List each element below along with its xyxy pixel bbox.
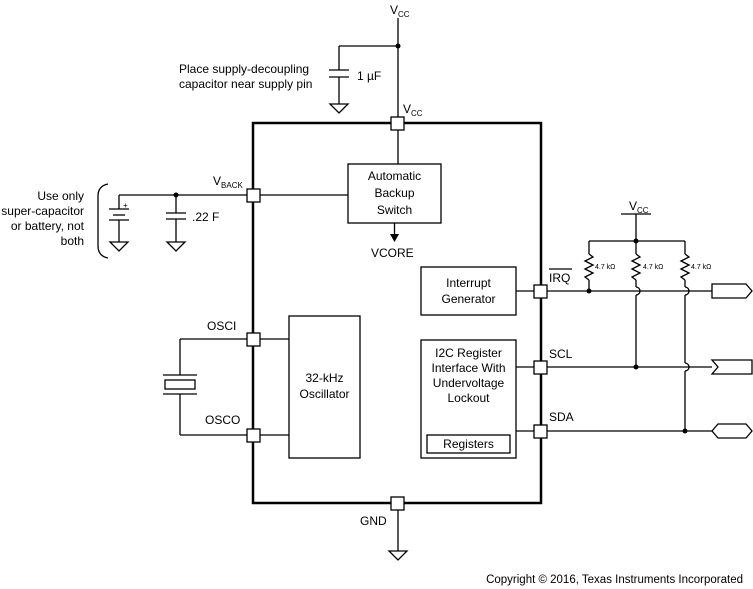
irq-label: IRQ: [549, 271, 570, 285]
decoupling-note-line2: capacitor near supply pin: [179, 77, 312, 91]
vcc-pin: [390, 116, 405, 131]
i2c-line2: Interface With: [431, 361, 505, 375]
backup-note-line2: super-capacitor: [1, 204, 84, 218]
option-bracket: [97, 183, 109, 259]
vback-pin: [246, 188, 261, 203]
sda-bidirectional-connector: [711, 423, 753, 439]
junction-dot: [633, 364, 639, 370]
backup-switch-line3: Switch: [377, 203, 412, 217]
resistor-irq-value: 4.7 kΩ: [595, 264, 615, 271]
decoupling-capacitor: [329, 69, 349, 78]
oscillator-line1: 32-kHz: [305, 371, 343, 385]
vcc-top-label: VCC: [390, 3, 410, 19]
ground-icon: [165, 241, 187, 252]
backup-note-line1: Use only: [37, 189, 84, 203]
backup-note-line4: both: [61, 234, 84, 248]
sda-pin: [533, 424, 548, 439]
crystal-icon: [163, 338, 247, 436]
backup-supply: Use only super-capacitor or battery, not…: [1, 183, 253, 259]
registers-label: Registers: [443, 437, 494, 451]
decoupling-note-line1: Place supply-decoupling: [179, 62, 309, 76]
gnd-label: GND: [360, 514, 387, 528]
backup-switch-line1: Automatic: [368, 169, 421, 183]
i2c-line3: Undervoltage: [433, 376, 505, 390]
scl-label: SCL: [549, 347, 573, 361]
osci-pin: [246, 332, 261, 347]
backup-note-line3: or battery, not: [11, 219, 85, 233]
resistor-scl: [630, 253, 642, 281]
battery-plus: +: [123, 201, 128, 210]
decoupling-value: 1 µF: [357, 69, 381, 83]
arrow-down-icon: [390, 234, 399, 242]
junction-dot: [586, 288, 592, 294]
registers-block: [426, 434, 511, 454]
irq-output-connector: [711, 283, 753, 299]
vback-pin-label: VBACK: [213, 174, 243, 190]
resistor-sda-value: 4.7 kΩ: [691, 264, 711, 271]
cap-value: .22 F: [192, 210, 219, 224]
irq-pin: [533, 284, 548, 299]
resistor-sda: [679, 253, 691, 281]
junction-dot: [682, 428, 688, 434]
scl-pin: [533, 360, 548, 375]
osci-label: OSCI: [207, 319, 236, 333]
top-supply: VCC Place supply-decoupling capacitor ne…: [179, 3, 410, 117]
copyright: Copyright © 2016, Texas Instruments Inco…: [486, 574, 743, 586]
ground-icon: [108, 241, 130, 252]
osco-label: OSCO: [205, 413, 240, 427]
backup-switch-line2: Backup: [374, 186, 414, 200]
super-capacitor: [166, 212, 186, 220]
interrupt-block: [420, 266, 517, 316]
resistor-irq: [583, 253, 595, 281]
interrupt-line2: Generator: [441, 292, 495, 306]
gnd-pin: [390, 496, 405, 511]
scl-input-connector: [710, 359, 753, 375]
vcore-label: VCORE: [371, 246, 414, 260]
i2c-line4: Lockout: [447, 391, 490, 405]
pullup-network: VCC 4.7 kΩ 4.7 kΩ 4.7 kΩ: [547, 199, 712, 434]
ground-icon: [328, 103, 350, 114]
ground-icon: [387, 550, 409, 561]
interrupt-line1: Interrupt: [446, 276, 491, 290]
osco-pin: [246, 428, 261, 443]
resistor-scl-value: 4.7 kΩ: [643, 264, 663, 271]
sda-label: SDA: [549, 410, 574, 424]
oscillator-block: [288, 315, 361, 459]
vcc-pullup-label: VCC: [629, 199, 649, 215]
i2c-line1: I2C Register: [435, 346, 502, 360]
vcc-pin-label: VCC: [403, 102, 423, 118]
oscillator-line2: Oscillator: [299, 387, 349, 401]
